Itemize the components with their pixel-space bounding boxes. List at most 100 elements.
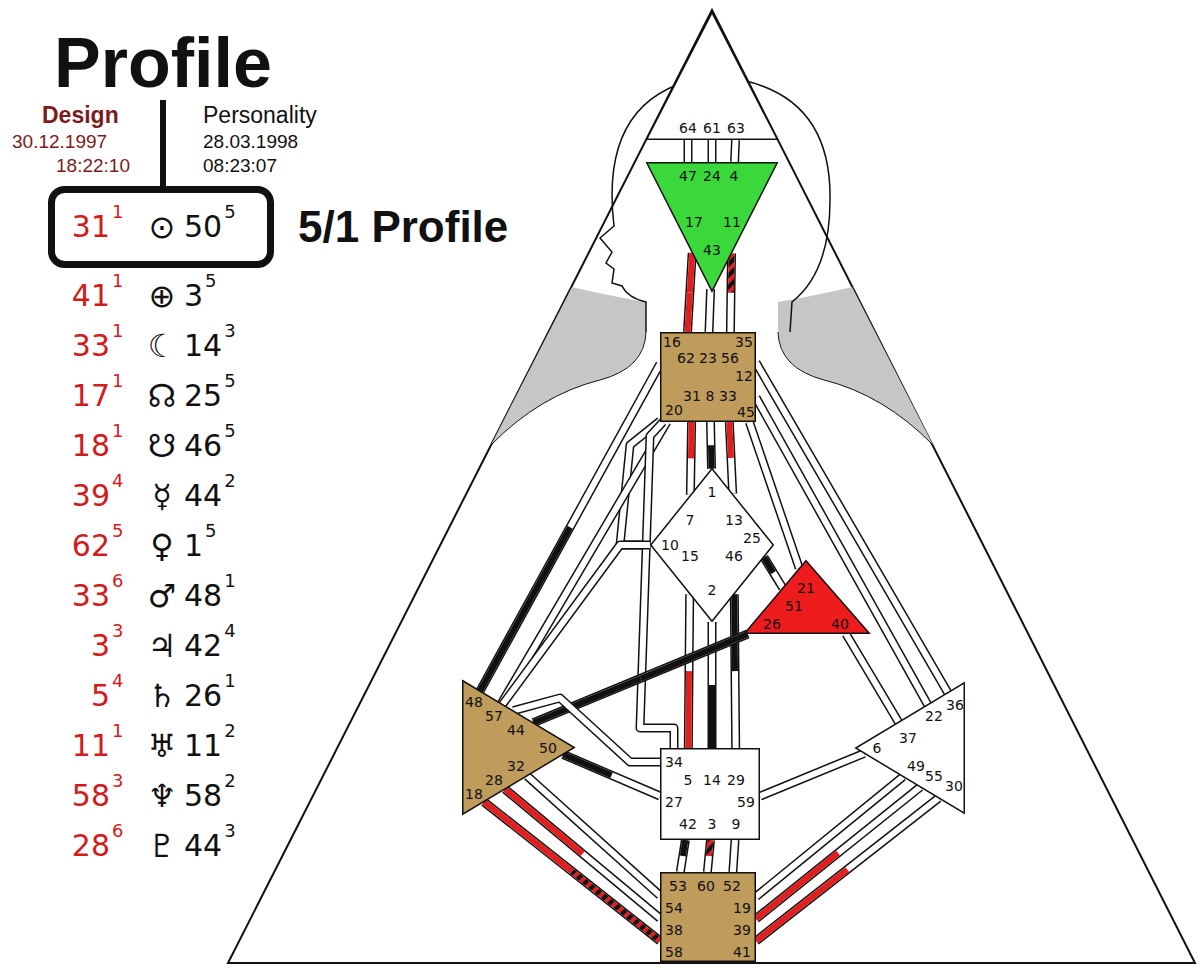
- gate-number: 26: [763, 617, 781, 631]
- channel-outline: [707, 840, 710, 872]
- channel-outline: [690, 422, 691, 495]
- head-center: 646163: [646, 12, 778, 140]
- personality-gate: 50: [184, 212, 222, 242]
- planet-symbol: ♂: [148, 580, 177, 612]
- channel: [846, 634, 898, 722]
- channel-inner: [685, 140, 691, 162]
- center-outline: [661, 749, 760, 840]
- channel-outline: [708, 140, 717, 162]
- personality-line: 1: [224, 572, 235, 590]
- channel-activation: [756, 870, 847, 941]
- channel: [688, 594, 689, 748]
- personality-line: 5: [224, 372, 235, 390]
- planet-symbol: ♀: [150, 530, 173, 562]
- channel: [640, 422, 674, 748]
- channel-outline: [734, 594, 735, 748]
- center-outline: [661, 873, 756, 962]
- time-text: 08:23:07: [203, 156, 277, 175]
- design-line: 1: [112, 203, 123, 221]
- gate-number: 2: [708, 583, 717, 597]
- personality-gate: 3: [184, 281, 203, 311]
- date-text: 28.03.1998: [203, 132, 298, 151]
- channel: [760, 753, 864, 796]
- gate-number: 54: [665, 901, 683, 915]
- channel-activation: [764, 557, 773, 572]
- personality-line: 5: [205, 272, 216, 290]
- personality-line: 5: [205, 522, 216, 540]
- design-line: 4: [112, 472, 123, 490]
- channel-activation: [708, 445, 715, 468]
- channel: [730, 254, 731, 333]
- gate-number: 25: [743, 531, 761, 545]
- profile-label: 5/1 Profile: [298, 205, 508, 249]
- gate-number: 63: [727, 121, 745, 135]
- design-gate: 62: [72, 531, 110, 561]
- gate-number: 7: [686, 513, 695, 527]
- planet-symbol: ☋: [148, 430, 176, 462]
- channel-inner: [709, 140, 715, 162]
- personality-gate: 46: [184, 431, 222, 461]
- gate-number: 23: [699, 351, 717, 365]
- design-gate: 31: [72, 212, 110, 242]
- channel-inner: [534, 634, 748, 723]
- channel-activation: [731, 594, 738, 671]
- gate-number: 22: [925, 709, 943, 723]
- center-outline: [647, 13, 778, 140]
- personality-line: 5: [224, 203, 235, 221]
- channel-inner: [640, 422, 674, 748]
- gate-number: 57: [485, 709, 503, 723]
- root-center: 536052541938395841: [660, 872, 756, 962]
- gate-number: 16: [663, 335, 681, 349]
- channel: [756, 398, 928, 705]
- gate-number: 62: [677, 351, 695, 365]
- channel: [712, 140, 713, 162]
- channel-outline: [756, 798, 939, 941]
- gate-number: 1: [708, 485, 717, 499]
- planet-symbol: ♃: [148, 630, 177, 662]
- channel-outline: [480, 364, 660, 691]
- channel-outline: [733, 840, 735, 872]
- sacral-center: 345142927594239: [660, 748, 760, 840]
- channel-inner: [729, 422, 732, 494]
- shoulder-line: [778, 332, 933, 445]
- solar-plexus-center: 3622376495530: [855, 682, 965, 814]
- gate-number: 35: [735, 335, 753, 349]
- gate-number: 47: [679, 169, 697, 183]
- design-gate: 28: [72, 831, 110, 861]
- gate-number: 6: [873, 741, 882, 755]
- center-outline: [647, 163, 778, 292]
- design-gate: 5: [91, 681, 110, 711]
- channel-outline: [534, 634, 748, 723]
- personality-gate: 44: [184, 831, 222, 861]
- time-text: 18:22:10: [56, 156, 130, 175]
- channel-inner: [711, 422, 712, 469]
- gate-number: 52: [723, 879, 741, 893]
- gate-number: 40: [831, 617, 849, 631]
- personality-gate: 1: [184, 531, 203, 561]
- personality-line: 3: [224, 822, 235, 840]
- channel-activation: [572, 871, 660, 941]
- channel-outline: [730, 140, 740, 162]
- gate-number: 18: [465, 787, 483, 801]
- gate-number: 8: [706, 389, 715, 403]
- personality-gate: 58: [184, 781, 222, 811]
- channel-inner: [760, 753, 864, 796]
- gate-number: 34: [665, 755, 683, 769]
- gate-number: 56: [721, 351, 739, 365]
- channel: [505, 789, 660, 918]
- planet-symbol: ⊙: [149, 211, 176, 243]
- channel: [756, 787, 920, 919]
- personality-line: 2: [224, 472, 235, 490]
- channel: [729, 422, 732, 494]
- gate-number: 61: [703, 121, 721, 135]
- design-gate: 11: [72, 731, 110, 761]
- design-line: 1: [112, 722, 123, 740]
- design-line: 3: [112, 622, 123, 640]
- gate-number: 50: [539, 741, 557, 755]
- channel-inner: [764, 557, 783, 587]
- gate-number: 44: [507, 723, 525, 737]
- design-line: 1: [112, 422, 123, 440]
- personality-gate: 11: [184, 731, 222, 761]
- channel-activation: [688, 293, 690, 333]
